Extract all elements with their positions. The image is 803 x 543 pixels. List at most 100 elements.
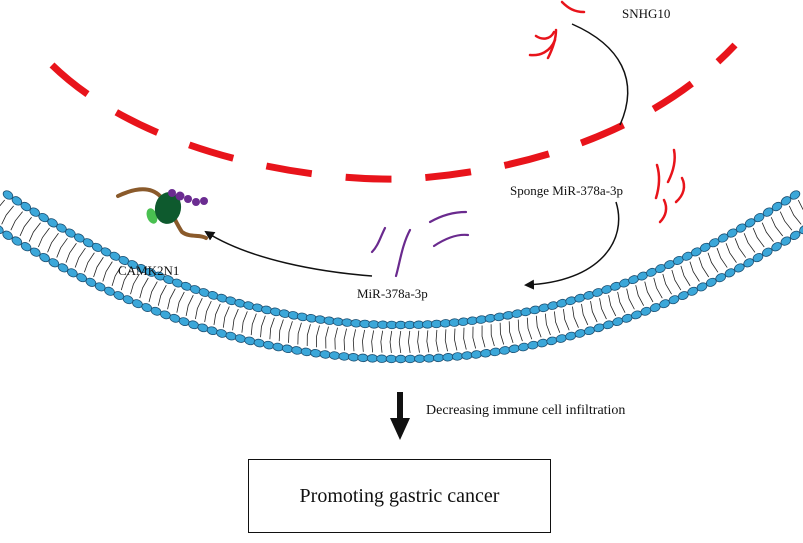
snhg10-fragments-icon bbox=[528, 0, 586, 60]
lipid-tail bbox=[325, 326, 329, 349]
lipid-head bbox=[546, 336, 558, 346]
lipid-tail bbox=[526, 317, 533, 340]
lipid-tail bbox=[1, 205, 14, 225]
lipid-head bbox=[357, 353, 369, 363]
lipid-tail bbox=[167, 288, 176, 310]
lipid-tail bbox=[572, 306, 579, 328]
lipid-tail bbox=[635, 285, 645, 306]
lipid-tail bbox=[481, 325, 486, 348]
lipid-head bbox=[329, 351, 341, 360]
lipid-tail bbox=[38, 227, 50, 248]
lipid-tail bbox=[185, 294, 194, 317]
lipid-tail bbox=[371, 330, 375, 353]
lipid-tail bbox=[389, 330, 393, 353]
lipid-tail bbox=[148, 281, 158, 303]
lipid-head bbox=[414, 354, 426, 363]
lipid-tail bbox=[297, 322, 302, 345]
lipid-tail bbox=[517, 319, 523, 342]
lipid-tail bbox=[213, 303, 221, 326]
outcome-text: Promoting gastric cancer bbox=[299, 484, 500, 507]
lipid-tail bbox=[563, 308, 570, 331]
lipid-tail bbox=[454, 328, 458, 351]
lipid-head bbox=[489, 347, 501, 357]
label-effect: Decreasing immune cell infiltration bbox=[426, 403, 626, 418]
label-snhg10: SNHG10 bbox=[622, 6, 671, 21]
lipid-head bbox=[518, 342, 530, 352]
lipid-tail bbox=[535, 315, 542, 338]
lipid-head bbox=[527, 340, 539, 350]
lipid-tail bbox=[288, 321, 293, 343]
lipid-head bbox=[761, 247, 773, 257]
camk2n1-protein-icon bbox=[116, 187, 208, 240]
lipid-tail bbox=[139, 277, 149, 299]
lipid-tail bbox=[590, 301, 598, 323]
lipid-head bbox=[555, 334, 567, 343]
lipid-head bbox=[451, 352, 464, 361]
lipid-head bbox=[499, 346, 511, 355]
lipid-tail bbox=[662, 273, 672, 295]
lipid-tail bbox=[653, 277, 663, 299]
lipid-tail bbox=[472, 326, 477, 349]
lipid-head bbox=[470, 350, 482, 359]
lipid-tail bbox=[743, 233, 756, 253]
lipid-head bbox=[376, 354, 388, 363]
lipid-tail bbox=[499, 322, 505, 345]
lipid-tail bbox=[544, 313, 551, 336]
lipid-head bbox=[347, 353, 360, 362]
lipid-tail bbox=[232, 308, 239, 331]
lipid-tail bbox=[380, 330, 384, 353]
lipid-tail bbox=[463, 327, 467, 350]
lipid-tail bbox=[334, 327, 338, 350]
lipid-head bbox=[771, 242, 782, 252]
lipid-tail bbox=[716, 247, 728, 268]
lipid-tail bbox=[260, 315, 266, 338]
lipid-head bbox=[565, 331, 577, 341]
lipid-tail bbox=[698, 257, 710, 278]
lipid-head bbox=[225, 331, 237, 341]
lipid-tail bbox=[752, 227, 765, 248]
lipid-tail bbox=[65, 243, 77, 263]
lipid-tail bbox=[74, 247, 86, 268]
lipid-tail bbox=[707, 252, 719, 273]
lipid-tail bbox=[28, 222, 41, 242]
down-arrow-icon bbox=[390, 392, 410, 440]
lipid-tail bbox=[343, 328, 347, 351]
arrows bbox=[204, 23, 629, 290]
lipid-head bbox=[253, 338, 265, 348]
lipid-head bbox=[310, 349, 322, 358]
lipid-tail bbox=[599, 298, 607, 320]
lipid-head bbox=[291, 346, 303, 355]
lipid-tail bbox=[689, 261, 700, 282]
label-camk2n1: CAMK2N1 bbox=[118, 263, 180, 278]
lipid-head bbox=[780, 236, 792, 246]
label-sponge: Sponge MiR-378a-3p bbox=[510, 183, 624, 198]
lipid-tail bbox=[617, 291, 626, 313]
lipid-tail bbox=[19, 216, 32, 237]
lipid-tail bbox=[176, 291, 185, 313]
lipid-tail bbox=[47, 233, 59, 253]
lipid-tail bbox=[626, 288, 635, 310]
lipid-tail bbox=[734, 238, 747, 258]
lipid-tail bbox=[204, 300, 212, 323]
lipid-head bbox=[366, 354, 378, 363]
label-mirna: MiR-378a-3p bbox=[357, 286, 428, 301]
lipid-head bbox=[799, 224, 803, 235]
lipid-head bbox=[432, 353, 445, 363]
lipid-tail bbox=[222, 306, 230, 328]
lipid-tail bbox=[725, 243, 737, 263]
lipid-head bbox=[0, 224, 4, 235]
lipid-tail bbox=[93, 257, 104, 278]
lipid-tail bbox=[435, 329, 439, 352]
lipid-tail bbox=[490, 324, 495, 347]
arrow-snhg10-to-sponge bbox=[571, 23, 629, 126]
lipid-head bbox=[319, 350, 331, 359]
lipid-head bbox=[300, 347, 312, 357]
lipid-tail bbox=[111, 265, 122, 286]
arrow-sponge-to-mirna bbox=[524, 201, 620, 290]
lipid-tail bbox=[608, 295, 617, 317]
lipid-tail bbox=[680, 265, 691, 287]
rna-fragments-right-icon bbox=[654, 148, 686, 224]
outcome-box: Promoting gastric cancer bbox=[248, 459, 551, 533]
lipid-tail bbox=[269, 317, 275, 340]
